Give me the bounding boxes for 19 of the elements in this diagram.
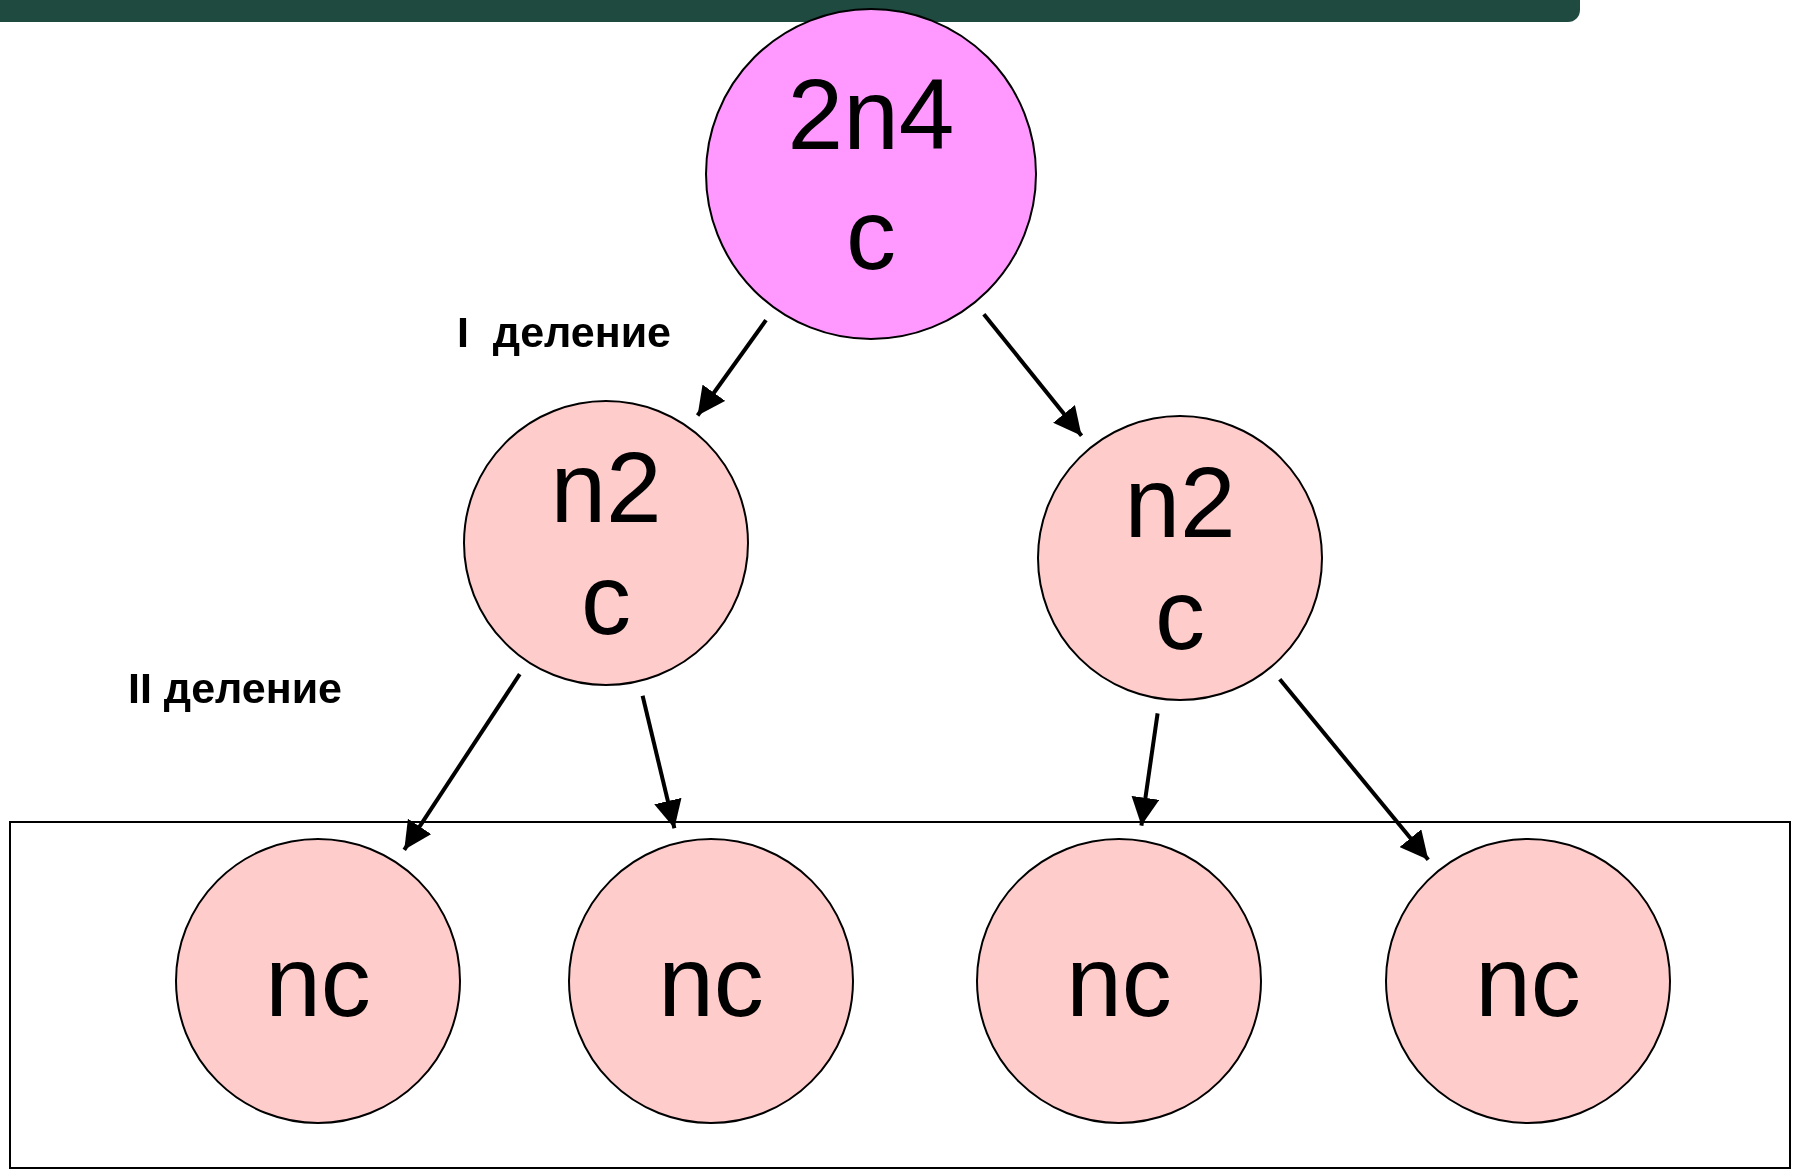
arrow [640,695,682,829]
node-text: c [846,184,896,284]
node-text: 2n4 [787,64,955,164]
group-frame [9,821,1791,1169]
arrow [1278,677,1430,862]
node-text: n2 [1124,452,1236,552]
node-text: nc [1066,931,1172,1031]
arrow [982,313,1084,437]
node-text: nc [1475,931,1581,1031]
arrow [402,673,522,851]
arrow [1131,713,1160,826]
stage-label: I деление [457,308,672,357]
node-text: nc [658,931,764,1031]
node-text: nc [265,931,371,1031]
stage-label: II деление [128,664,343,713]
node-text: c [1155,564,1205,664]
arrow [695,319,768,417]
node-text: n2 [550,437,662,537]
node-text: c [581,549,631,649]
